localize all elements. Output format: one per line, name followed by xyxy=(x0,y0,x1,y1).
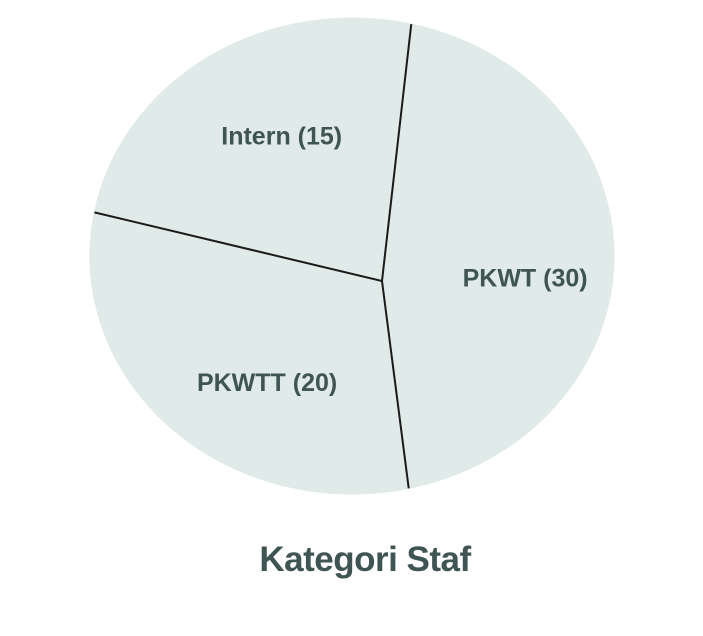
pie-slice-pkwtt xyxy=(89,211,410,495)
slice-label-pkwtt: PKWTT (20) xyxy=(197,369,337,397)
slice-label-pkwt: PKWT (30) xyxy=(463,265,588,293)
slice-labels: PKWT (30) PKWTT (20) Intern (15) xyxy=(197,123,588,397)
slice-label-intern: Intern (15) xyxy=(221,123,342,151)
pie-slices xyxy=(89,17,615,495)
slice-divider xyxy=(381,24,413,282)
slice-divider xyxy=(94,211,383,282)
pie-slice-pkwt xyxy=(381,23,615,489)
slice-dividers xyxy=(94,24,413,489)
pie-slice-intern xyxy=(93,17,412,282)
chart-title: Kategori Staf xyxy=(259,540,471,579)
slice-divider xyxy=(381,280,410,489)
